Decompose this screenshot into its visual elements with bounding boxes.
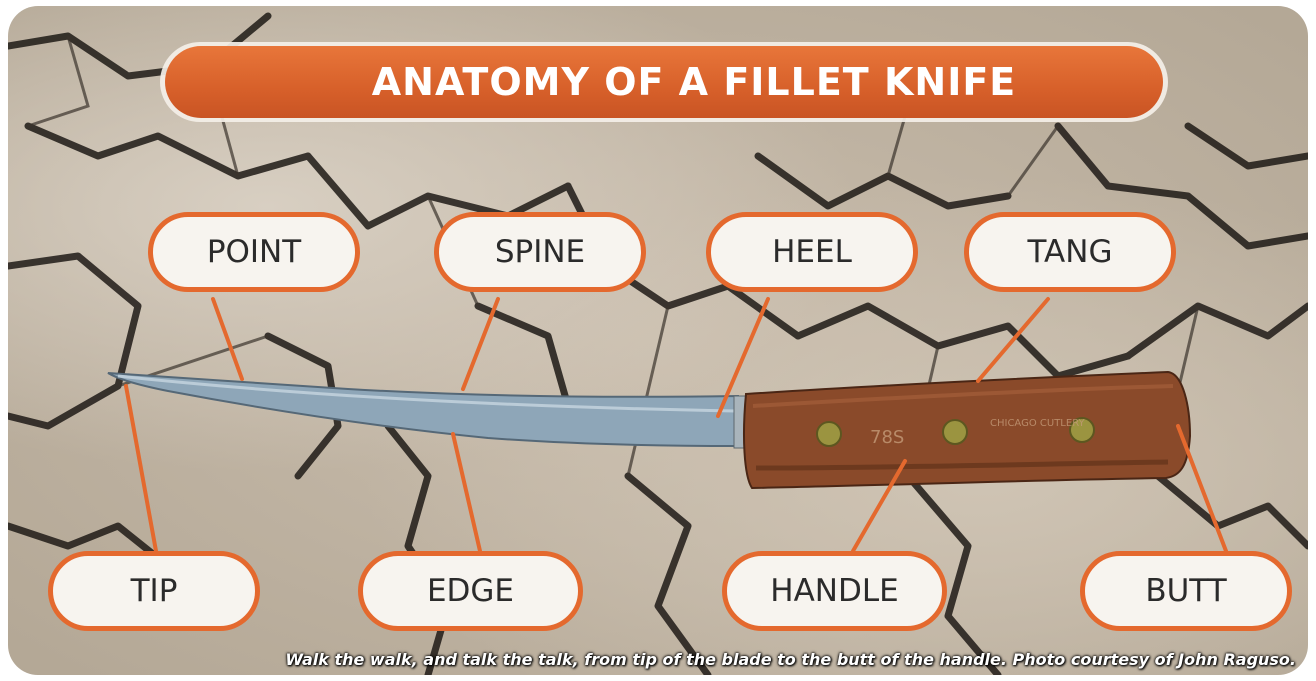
rivet-icon — [817, 422, 841, 446]
label-edge: EDGE — [358, 551, 583, 631]
label-tip: TIP — [48, 551, 260, 631]
page-title: ANATOMY OF A FILLET KNIFE — [312, 60, 1017, 104]
handle-model-stamp: 78S — [870, 427, 904, 448]
title-bar: ANATOMY OF A FILLET KNIFE — [165, 46, 1163, 118]
label-butt: BUTT — [1080, 551, 1292, 631]
label-spine: SPINE — [434, 212, 646, 292]
label-tang: TANG — [964, 212, 1176, 292]
label-heel: HEEL — [706, 212, 918, 292]
label-point: POINT — [148, 212, 360, 292]
rivet-icon — [943, 420, 967, 444]
photo-caption: Walk the walk, and talk the talk, from t… — [285, 650, 1296, 669]
label-handle: HANDLE — [722, 551, 947, 631]
handle-brand-stamp: CHICAGO CUTLERY — [990, 418, 1086, 429]
